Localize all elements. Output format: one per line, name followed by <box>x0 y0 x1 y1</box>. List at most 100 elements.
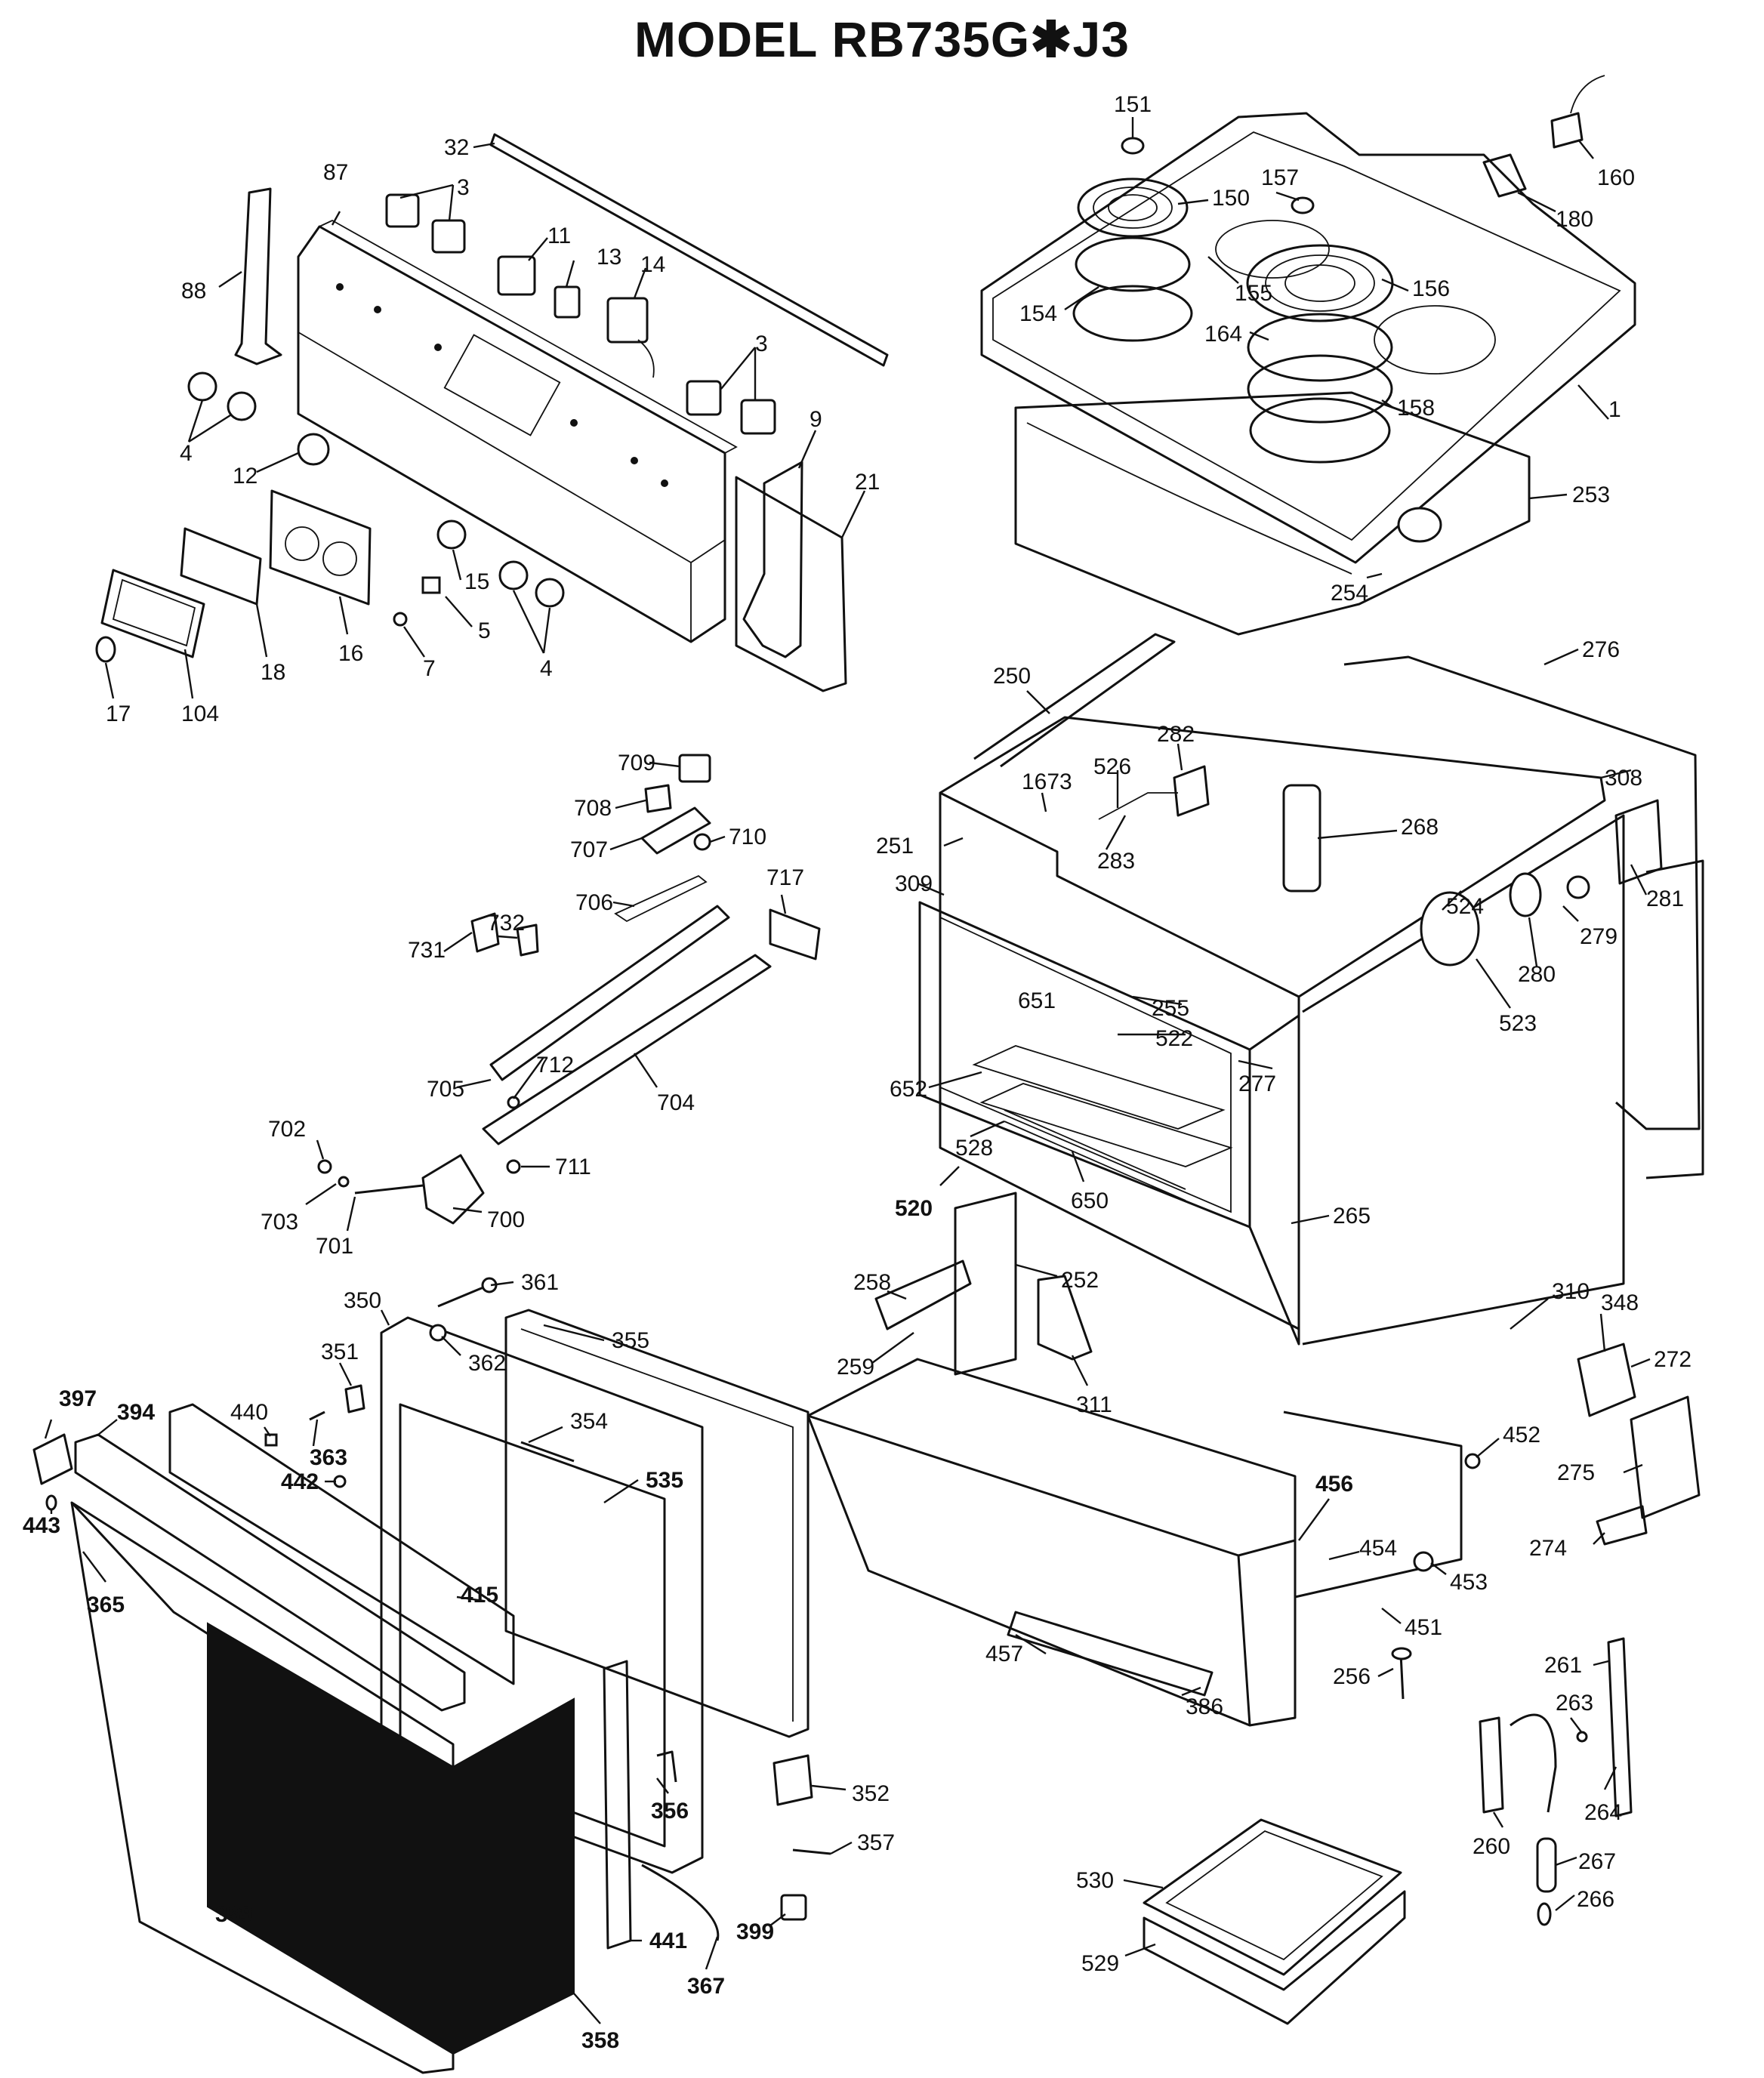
part-label: 268 <box>1401 815 1439 840</box>
part-label: 452 <box>1503 1423 1540 1448</box>
part-label: 361 <box>521 1270 559 1295</box>
part-label: 266 <box>1577 1887 1614 1912</box>
part-label: 259 <box>837 1355 874 1380</box>
part-label: 254 <box>1331 581 1368 606</box>
part-label: 155 <box>1235 281 1272 306</box>
part-label: 363 <box>310 1445 347 1470</box>
part-label: 309 <box>895 871 933 896</box>
part-label: 308 <box>1605 766 1642 791</box>
part-label: 32 <box>444 135 469 160</box>
part-label: 151 <box>1114 92 1152 117</box>
part-label: 3 <box>755 331 768 356</box>
part-label: 415 <box>461 1583 498 1608</box>
part-label: 11 <box>547 224 571 248</box>
part-label: 732 <box>487 911 525 936</box>
part-label: 283 <box>1097 849 1135 874</box>
part-label: 277 <box>1238 1071 1276 1096</box>
part-label: 356 <box>651 1799 689 1824</box>
part-label: 18 <box>261 660 285 685</box>
part-label: 535 <box>646 1468 683 1493</box>
part-label: 157 <box>1261 165 1299 190</box>
part-label: 530 <box>1076 1868 1114 1893</box>
part-label: 703 <box>261 1210 298 1235</box>
part-label: 256 <box>1333 1664 1371 1689</box>
part-label: 700 <box>487 1207 525 1232</box>
part-label: 1673 <box>1022 769 1072 794</box>
part-label: 441 <box>649 1928 687 1953</box>
leader-lines <box>44 117 1651 2024</box>
part-label: 12 <box>233 464 258 489</box>
backsplash-control-panel <box>95 133 889 692</box>
part-label: 9 <box>810 407 822 432</box>
part-label: 160 <box>1597 165 1635 190</box>
part-label: 14 <box>640 252 665 277</box>
part-label: 1 <box>1608 397 1621 422</box>
part-label: 13 <box>597 245 621 270</box>
part-label: 87 <box>323 160 348 185</box>
part-label: 272 <box>1654 1347 1692 1372</box>
part-label: 357 <box>857 1830 895 1855</box>
part-label: 526 <box>1093 754 1131 779</box>
part-label: 7 <box>423 656 436 681</box>
part-label: 280 <box>1518 962 1556 987</box>
part-label: 281 <box>1646 886 1684 911</box>
part-label: 712 <box>536 1053 574 1078</box>
part-label: 156 <box>1412 276 1450 301</box>
part-label: 529 <box>1081 1951 1119 1976</box>
part-label: 16 <box>338 641 363 666</box>
part-label: 4 <box>540 656 553 681</box>
part-label: 355 <box>612 1328 649 1353</box>
part-label: 352 <box>852 1781 890 1806</box>
part-label: 453 <box>1450 1570 1488 1595</box>
part-label: 311 <box>1076 1392 1112 1417</box>
part-label: 440 <box>230 1400 268 1425</box>
part-label: 520 <box>895 1196 933 1221</box>
part-label: 264 <box>1584 1800 1622 1825</box>
cooktop-assembly <box>980 75 1636 636</box>
part-label: 652 <box>890 1077 927 1102</box>
part-label: 359 <box>215 1902 253 1927</box>
part-label: 3 <box>457 175 470 200</box>
oven-cavity-body <box>806 633 1704 2025</box>
part-label: 528 <box>955 1136 993 1161</box>
part-label: 365 <box>87 1592 125 1617</box>
part-label: 252 <box>1061 1268 1099 1293</box>
part-label: 399 <box>736 1919 774 1944</box>
part-label: 731 <box>408 938 446 963</box>
part-label: 351 <box>321 1340 359 1364</box>
part-label: 451 <box>1405 1615 1442 1640</box>
part-label: 442 <box>281 1469 319 1494</box>
part-label: 5 <box>478 618 491 643</box>
part-label: 362 <box>468 1351 506 1376</box>
part-label: 253 <box>1572 483 1610 507</box>
part-label: 707 <box>570 837 608 862</box>
part-label: 705 <box>427 1077 464 1102</box>
part-label: 350 <box>344 1288 381 1313</box>
part-label: 255 <box>1152 996 1189 1021</box>
part-label: 104 <box>181 701 219 726</box>
part-label: 454 <box>1359 1536 1397 1561</box>
part-label: 164 <box>1204 322 1242 347</box>
part-label: 267 <box>1578 1849 1616 1874</box>
part-label: 457 <box>985 1642 1023 1666</box>
part-label: 650 <box>1071 1189 1109 1213</box>
part-label: 711 <box>555 1155 591 1179</box>
part-label: 4 <box>180 441 193 466</box>
part-label: 275 <box>1557 1460 1595 1485</box>
part-label: 15 <box>464 569 489 594</box>
part-label: 706 <box>575 890 613 915</box>
part-label: 708 <box>574 796 612 821</box>
part-label: 150 <box>1212 186 1250 211</box>
part-label: 651 <box>1018 988 1056 1013</box>
part-label: 260 <box>1473 1834 1510 1859</box>
part-label: 250 <box>993 664 1031 689</box>
part-label: 443 <box>23 1513 60 1538</box>
part-label: 88 <box>181 279 206 304</box>
part-label: 282 <box>1157 722 1195 747</box>
part-number-labels: 32 87 3 11 13 14 3 9 21 88 4 12 15 5 4 7… <box>23 92 1692 2053</box>
part-label: 265 <box>1333 1204 1371 1229</box>
part-label: 21 <box>855 470 880 495</box>
part-label: 702 <box>268 1117 306 1142</box>
part-label: 251 <box>876 834 914 859</box>
